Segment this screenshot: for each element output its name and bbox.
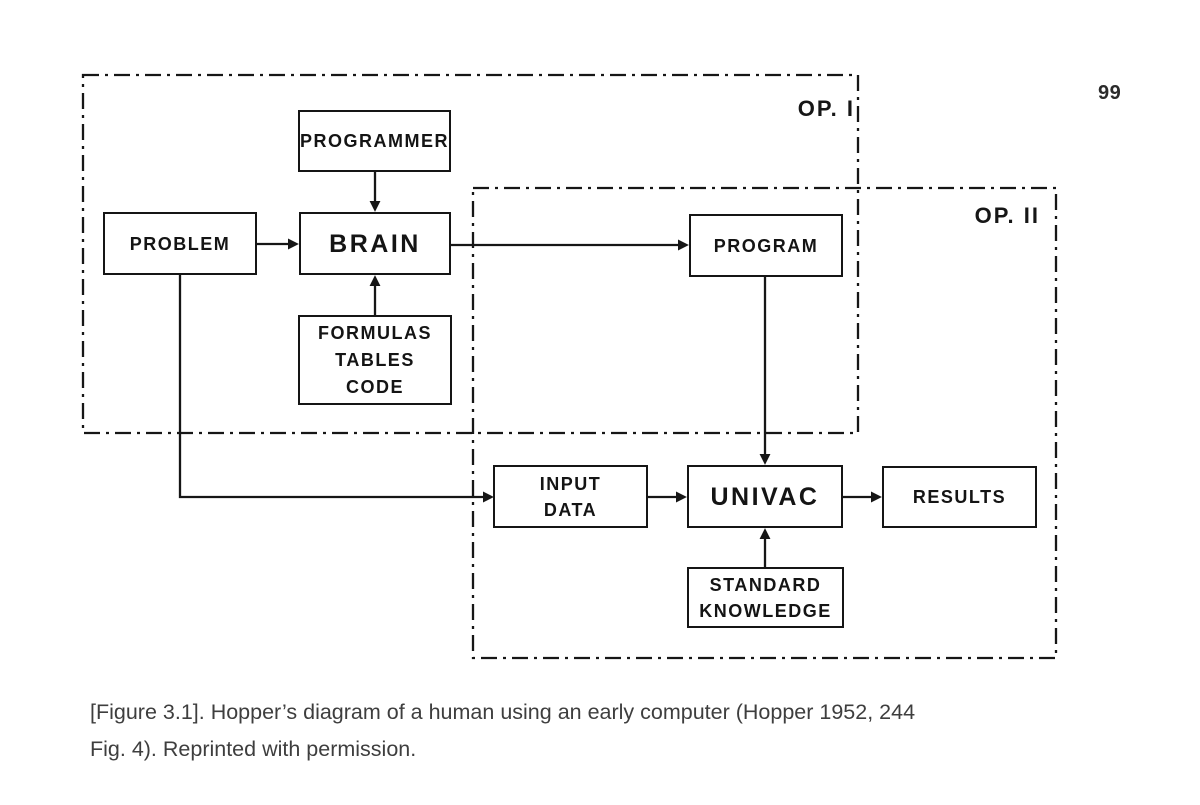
figure-caption: [Figure 3.1]. Hopper’s diagram of a huma… bbox=[90, 694, 990, 768]
box-standard-knowledge: STANDARD KNOWLEDGE bbox=[687, 567, 844, 628]
box-univac: UNIVAC bbox=[687, 465, 843, 528]
box-program: PROGRAM bbox=[689, 214, 843, 277]
box-programmer: PROGRAMMER bbox=[298, 110, 451, 172]
region-label-op2: OP. II bbox=[974, 203, 1040, 228]
region-op2-border bbox=[471, 186, 1058, 660]
edge-problem-inputdata bbox=[178, 275, 494, 503]
box-results: RESULTS bbox=[882, 466, 1037, 528]
region-op1-border bbox=[81, 73, 860, 435]
box-formulas-tables-code: FORMULAS TABLES CODE bbox=[298, 315, 452, 405]
page-number: 99 bbox=[1098, 82, 1122, 104]
caption-line-1: [Figure 3.1]. Hopper’s diagram of a huma… bbox=[90, 700, 916, 724]
box-problem: PROBLEM bbox=[103, 212, 257, 275]
region-label-op1: OP. I bbox=[797, 96, 855, 121]
caption-line-2: Fig. 4). Reprinted with permission. bbox=[90, 737, 417, 761]
box-brain: BRAIN bbox=[299, 212, 451, 275]
box-input-data: INPUT DATA bbox=[493, 465, 648, 528]
